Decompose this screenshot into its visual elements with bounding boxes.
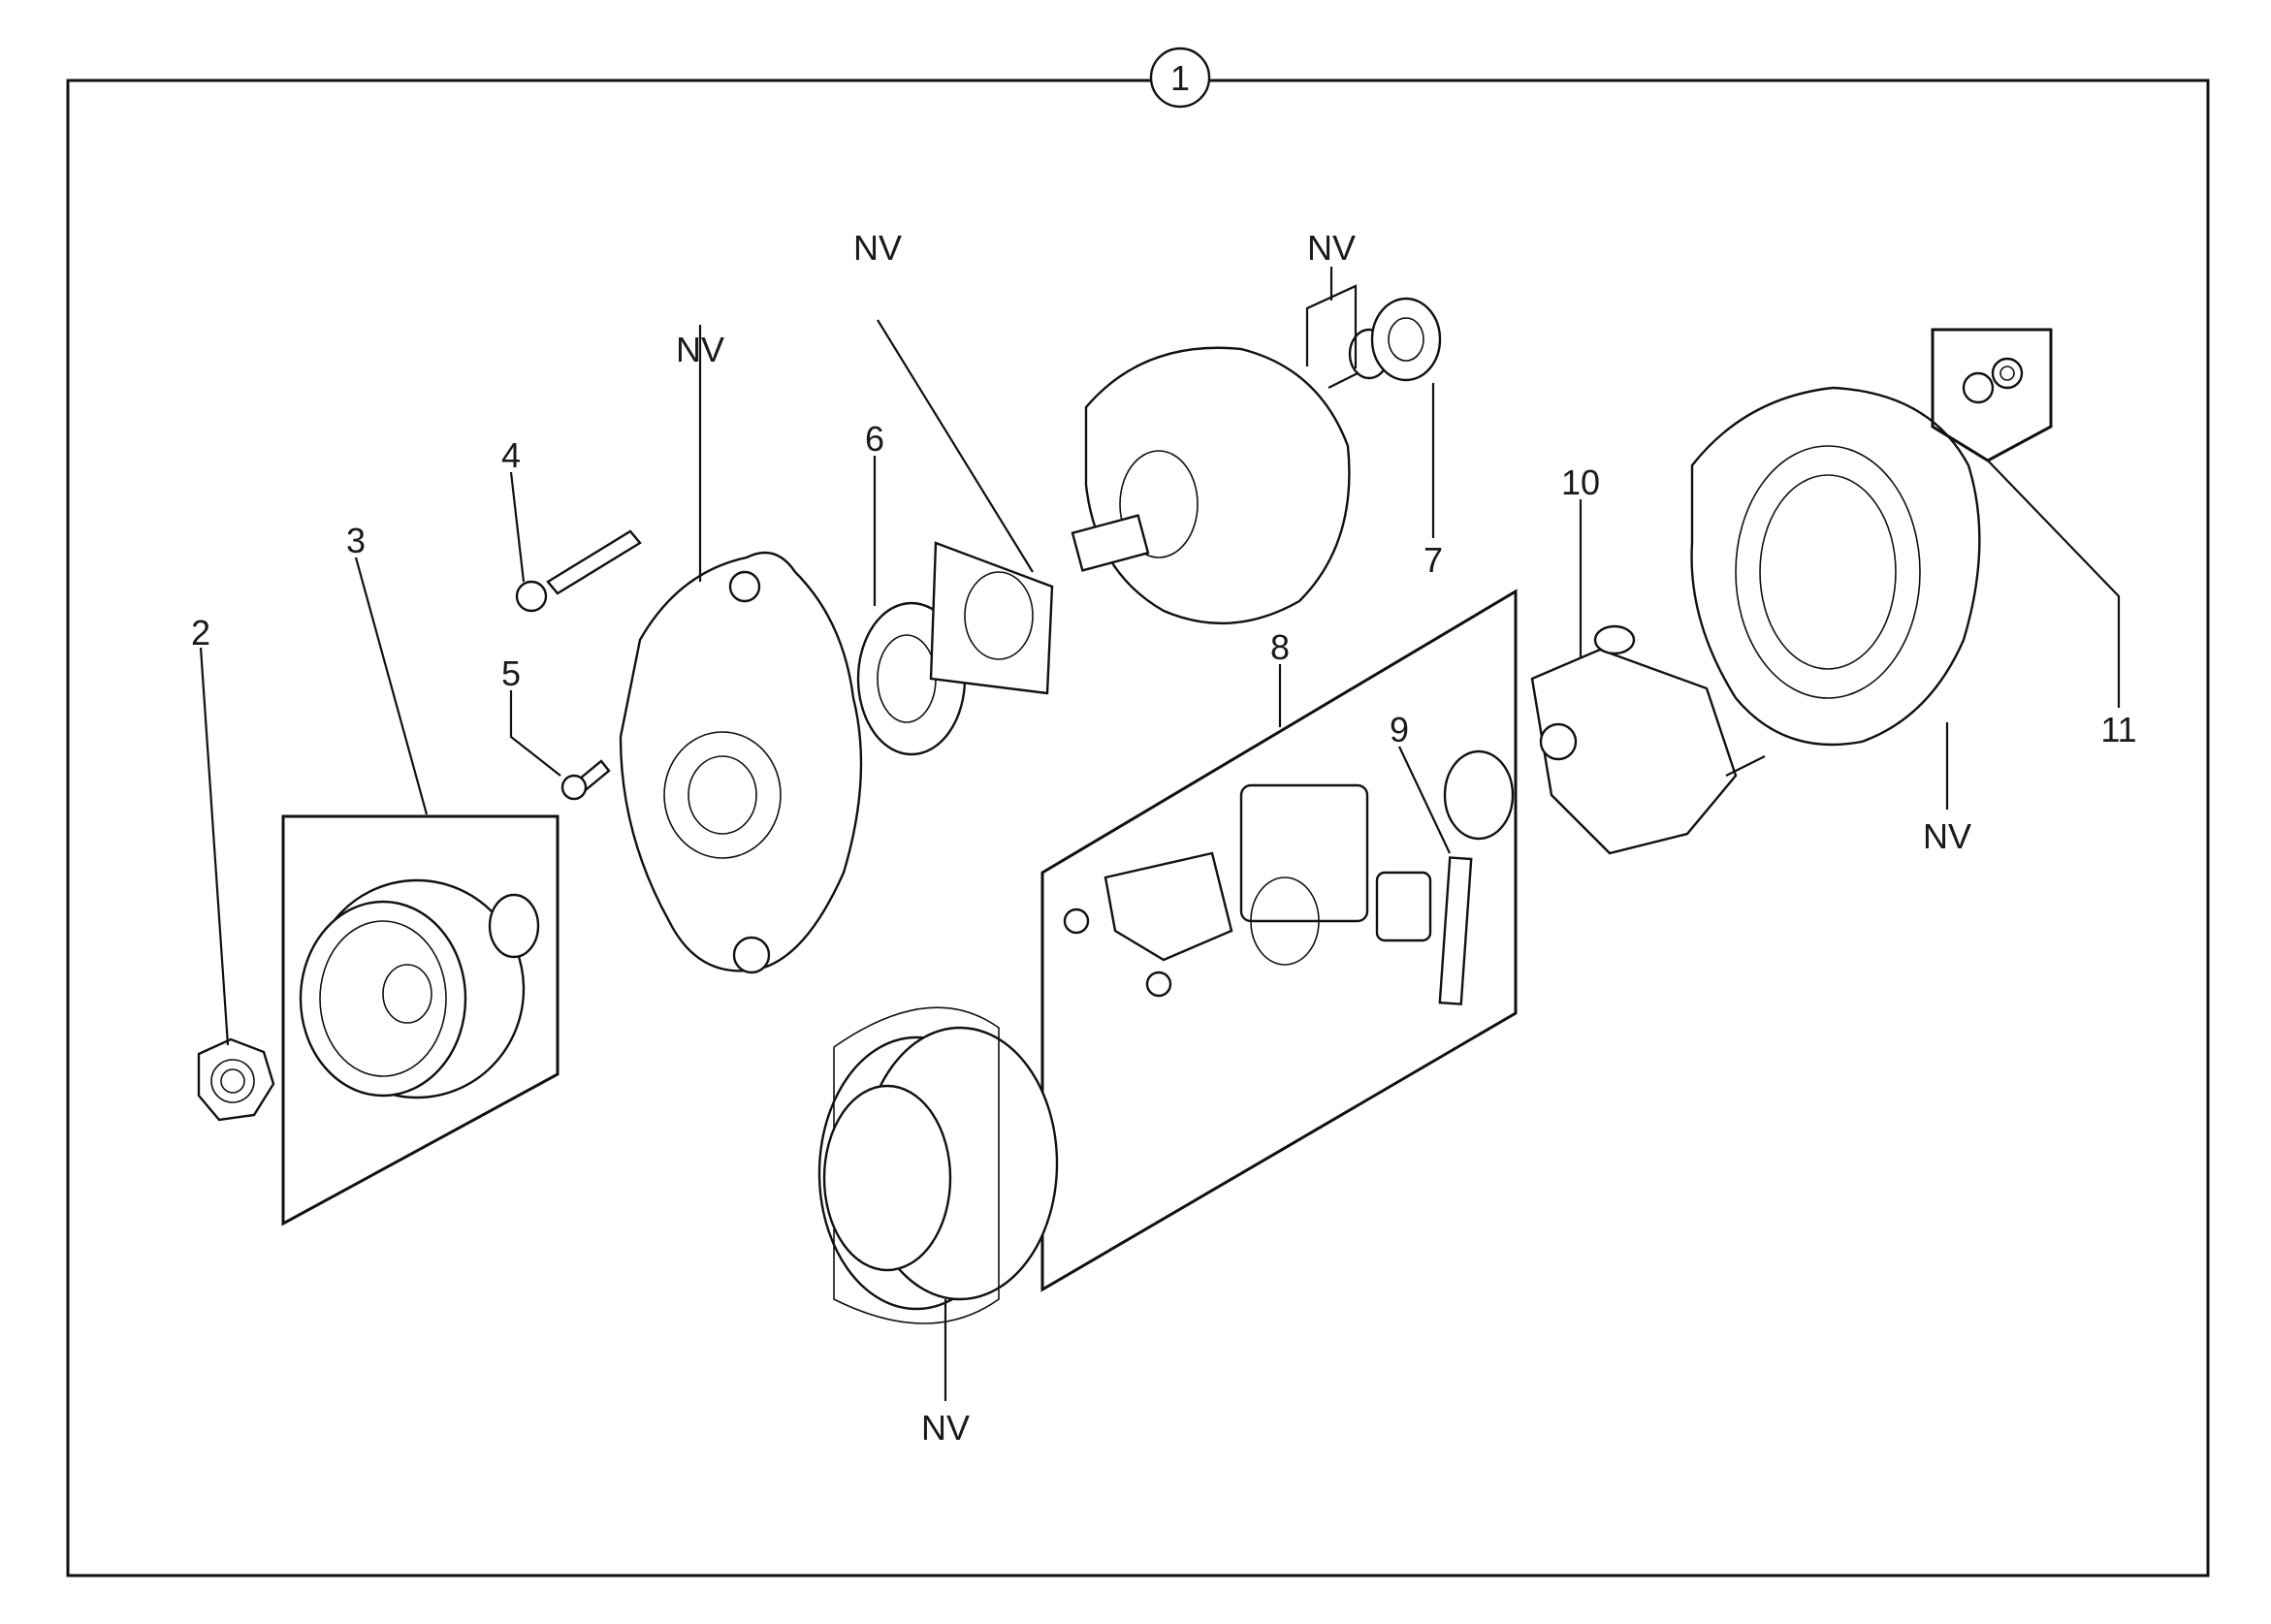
nv-gasket: NV bbox=[853, 228, 902, 268]
rotor bbox=[1071, 346, 1368, 624]
callout-9: 9 bbox=[1390, 710, 1409, 749]
callout-5: 5 bbox=[501, 653, 521, 693]
callout-4: 4 bbox=[501, 435, 521, 475]
outer-frame: 1 bbox=[66, 47, 2210, 1577]
rotor-washer-bearing bbox=[1305, 267, 1442, 538]
gasket-plate bbox=[877, 319, 1054, 695]
callout-8: 8 bbox=[1270, 627, 1290, 667]
callout-2: 2 bbox=[191, 613, 210, 653]
callout-7: 7 bbox=[1423, 540, 1443, 580]
pulley-nut bbox=[197, 647, 275, 1122]
short-screw bbox=[509, 690, 611, 801]
nv-rotor-washer: NV bbox=[1307, 228, 1356, 268]
main-callout-circle bbox=[1149, 47, 1211, 109]
rear-housing bbox=[1690, 386, 1981, 810]
brush-and-clip bbox=[1398, 746, 1515, 1005]
callout-11: 11 bbox=[2100, 710, 2136, 749]
front-housing bbox=[619, 325, 863, 974]
rectifier bbox=[1530, 499, 1766, 855]
callout-10: 10 bbox=[1561, 462, 1600, 502]
main-callout-label: 1 bbox=[1170, 58, 1190, 98]
nut-box bbox=[1931, 328, 2121, 708]
pulley-box bbox=[281, 557, 560, 1226]
nv-rear-housing: NV bbox=[1923, 816, 1971, 856]
callout-6: 6 bbox=[865, 419, 884, 459]
nv-front-housing: NV bbox=[676, 330, 724, 369]
long-bolt bbox=[509, 471, 642, 613]
callout-3: 3 bbox=[346, 521, 366, 560]
stator bbox=[817, 1006, 1059, 1401]
nv-stator: NV bbox=[921, 1408, 970, 1448]
regulator-box bbox=[1040, 589, 1518, 1292]
